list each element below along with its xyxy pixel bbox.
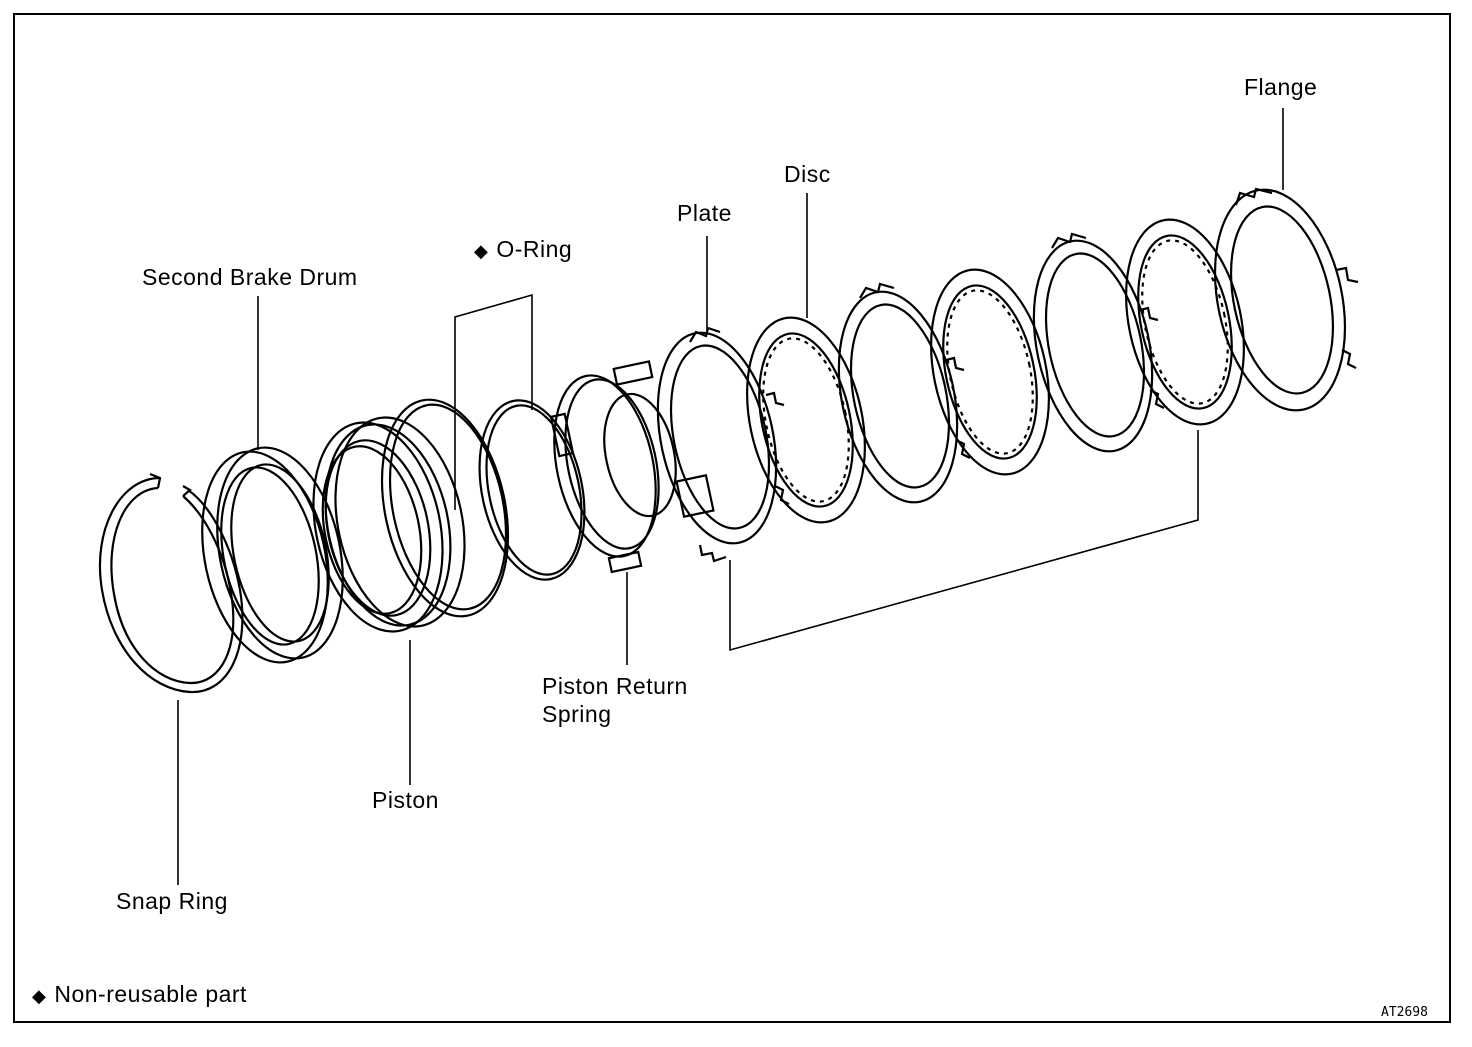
leader-lines: [177, 108, 1284, 885]
label-piston-return-line1: Piston Return: [542, 673, 688, 699]
frame-border: [13, 13, 1451, 1023]
plate-part-2: [837, 282, 971, 504]
disc-part-1: [746, 316, 866, 524]
legend-marker-icon: ◆: [32, 986, 47, 1007]
label-disc: Disc: [784, 161, 831, 187]
legend: ◆ Non-reusable part: [32, 981, 247, 1010]
disc-part-3: [1125, 218, 1245, 426]
label-plate: Plate: [677, 200, 732, 226]
figure-code: AT2698: [1381, 1005, 1428, 1020]
label-second-brake-drum: Second Brake Drum: [142, 264, 358, 290]
label-snap-ring: Snap Ring: [116, 888, 228, 914]
flange-part: [1213, 187, 1359, 412]
label-piston: Piston: [372, 787, 439, 813]
disc-part-2: [930, 268, 1050, 476]
o-ring-outer-part: [380, 398, 510, 618]
snap-ring-part: [98, 472, 244, 694]
piston-part: [312, 416, 466, 633]
plate-part: [656, 326, 790, 563]
non-reusable-marker-icon: ◆: [474, 241, 489, 262]
legend-text: Non-reusable part: [54, 981, 247, 1007]
plate-part-3: [1032, 232, 1165, 453]
piston-return-spring-part: [549, 360, 715, 574]
label-flange: Flange: [1244, 74, 1318, 100]
label-piston-return-line2: Spring: [542, 701, 612, 727]
label-o-ring-text: O-Ring: [496, 236, 573, 262]
o-ring-inner-part: [478, 399, 586, 581]
label-o-ring: ◆ O-Ring: [474, 236, 572, 265]
